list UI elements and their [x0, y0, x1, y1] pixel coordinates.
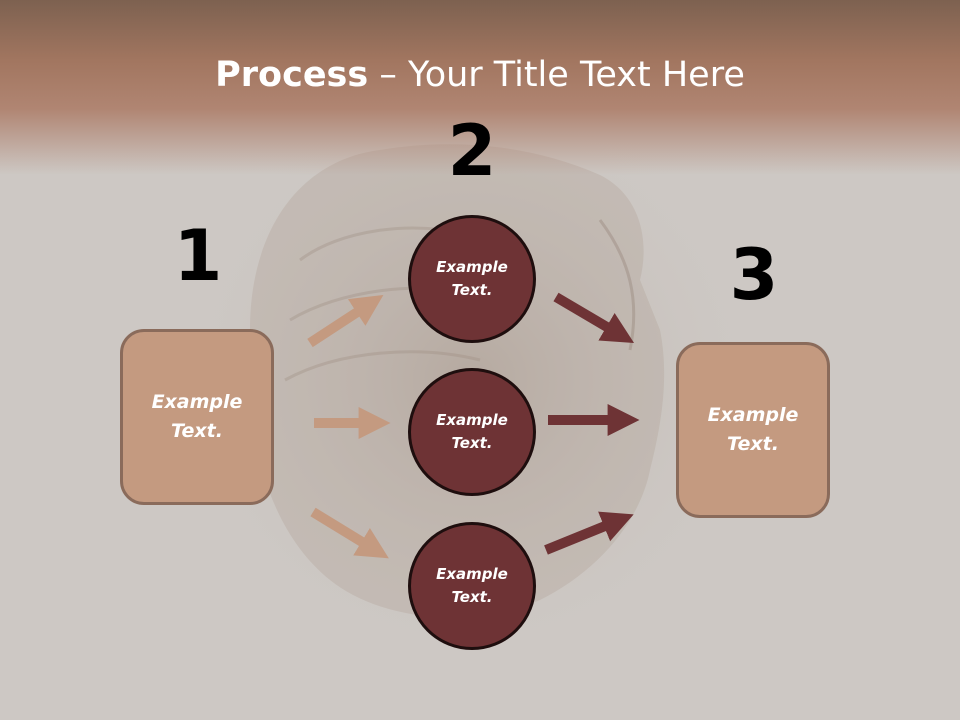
step-3-box: Example Text.: [676, 342, 830, 518]
step-2-text: Example Text.: [436, 411, 508, 452]
step-1-text: Example Text.: [151, 391, 243, 442]
step-2-circle-bottom: Example Text.: [408, 522, 536, 650]
arrow-right-icon: [307, 294, 384, 348]
step-number-3: 3: [729, 234, 779, 316]
slide-title: Process – Your Title Text Here: [0, 52, 960, 98]
arrow-right-icon: [310, 507, 389, 559]
step-number-2: 2: [447, 110, 497, 192]
step-2-circle-middle: Example Text.: [408, 368, 536, 496]
step-3-text: Example Text.: [707, 404, 799, 455]
step-2-circle-top: Example Text.: [408, 215, 536, 343]
step-2-text: Example Text.: [436, 258, 508, 299]
title-bold: Process: [215, 55, 369, 95]
step-1-box: Example Text.: [120, 329, 274, 505]
step-number-1: 1: [173, 215, 223, 297]
arrow-right-icon: [544, 511, 634, 555]
title-rest: – Your Title Text Here: [368, 55, 745, 95]
step-2-text: Example Text.: [436, 565, 508, 606]
arrow-right-icon: [553, 292, 635, 343]
title-band: [0, 0, 960, 175]
